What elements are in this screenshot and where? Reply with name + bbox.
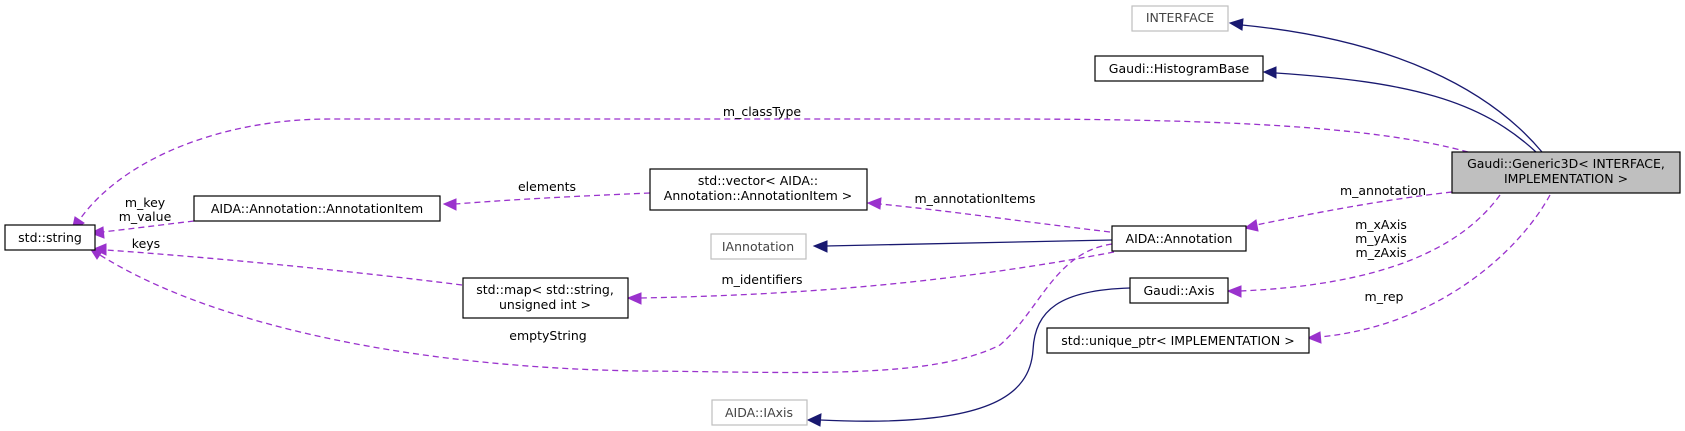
node-std-map[interactable]: std::map< std::string, unsigned int > [462, 277, 629, 319]
edge-labels: m_classType m_key m_value elements m_ann… [119, 104, 1426, 343]
node-gaudi-axis[interactable]: Gaudi::Axis [1129, 277, 1229, 304]
edge-emptystring [99, 243, 1113, 374]
node-std-vector-label-line1: std::vector< AIDA:: [698, 173, 818, 188]
label-m-zaxis: m_zAxis [1356, 245, 1407, 260]
node-interface-label: INTERFACE [1146, 10, 1214, 25]
label-m-rep: m_rep [1365, 289, 1404, 304]
node-std-vector[interactable]: std::vector< AIDA:: Annotation::Annotati… [649, 168, 868, 211]
node-aida-iaxis-box [711, 399, 808, 426]
arrowhead-m-key-value [89, 226, 105, 239]
label-emptystring: emptyString [509, 328, 586, 343]
node-std-vector-box [649, 168, 868, 211]
label-m-value: m_value [119, 209, 172, 224]
label-m-identifiers: m_identifiers [721, 272, 802, 287]
node-histogram-base-label: Gaudi::HistogramBase [1109, 61, 1250, 76]
node-aida-annotation-label: AIDA::Annotation [1126, 231, 1233, 246]
node-iannotation-box [710, 233, 807, 260]
node-std-string-box [4, 224, 96, 251]
node-iannotation-label: IAnnotation [722, 239, 794, 254]
arrowhead-m-annotationitems [866, 197, 882, 210]
node-generic3d[interactable]: Gaudi::Generic3D< INTERFACE, IMPLEMENTAT… [1451, 151, 1681, 194]
node-gaudi-axis-box [1129, 277, 1229, 304]
edge-generic3d-to-histogrambase [1275, 72, 1537, 153]
node-annotation-item-box [193, 195, 441, 222]
node-generic3d-label-line1: Gaudi::Generic3D< INTERFACE, [1467, 156, 1665, 171]
node-std-vector-label-line2: Annotation::AnnotationItem > [664, 188, 852, 203]
arrowhead-elements [442, 198, 457, 211]
edge-m-classtype [77, 118, 1469, 223]
node-generic3d-box [1451, 151, 1681, 194]
node-std-string-label: std::string [18, 230, 82, 245]
node-std-map-box [462, 277, 629, 319]
arrowhead-iaxis [806, 413, 822, 427]
label-m-classtype: m_classType [723, 104, 801, 119]
label-m-xaxis: m_xAxis [1355, 217, 1407, 232]
label-m-yaxis: m_yAxis [1355, 231, 1407, 246]
node-iannotation[interactable]: IAnnotation [710, 233, 807, 260]
arrowhead-emptystring [88, 247, 104, 260]
edge-axis-to-iaxis [819, 287, 1131, 422]
inheritance-edges [806, 18, 1543, 427]
edge-annotation-to-iannotation [825, 239, 1113, 247]
node-aida-iaxis[interactable]: AIDA::IAxis [711, 399, 808, 426]
arrowhead-iannotation [812, 240, 828, 253]
edge-m-identifiers [639, 251, 1115, 299]
node-generic3d-label-line2: IMPLEMENTATION > [1504, 171, 1628, 186]
node-aida-iaxis-label: AIDA::IAxis [725, 405, 793, 420]
edge-m-annotation [1255, 191, 1453, 226]
arrowhead-histogrambase [1262, 66, 1277, 79]
node-gaudi-axis-label: Gaudi::Axis [1143, 283, 1214, 298]
edge-elements [454, 192, 651, 205]
arrowhead-axes [1226, 285, 1242, 298]
node-unique-ptr-box [1046, 327, 1310, 354]
label-m-key: m_key [125, 195, 166, 210]
edge-axes [1239, 194, 1501, 292]
edge-keys [105, 249, 463, 286]
node-unique-ptr[interactable]: std::unique_ptr< IMPLEMENTATION > [1046, 327, 1310, 354]
node-annotation-item-label: AIDA::Annotation::AnnotationItem [211, 201, 423, 216]
edge-generic3d-to-interface [1241, 24, 1543, 153]
node-aida-annotation[interactable]: AIDA::Annotation [1111, 225, 1247, 252]
node-histogram-base-box [1094, 55, 1264, 82]
node-aida-annotation-box [1111, 225, 1247, 252]
arrowhead-m-annotation [1243, 219, 1259, 232]
node-interface[interactable]: INTERFACE [1131, 5, 1229, 32]
label-elements: elements [518, 179, 576, 194]
node-std-map-label-line1: std::map< std::string, [476, 282, 614, 297]
edge-m-annotationitems [879, 203, 1111, 233]
usage-edges [71, 118, 1551, 374]
arrowhead-m-rep [1306, 331, 1322, 344]
arrowhead-m-identifiers [626, 292, 642, 305]
edge-m-rep [1319, 194, 1551, 338]
label-m-annotation: m_annotation [1340, 183, 1426, 198]
node-annotation-item[interactable]: AIDA::Annotation::AnnotationItem [193, 195, 441, 222]
node-unique-ptr-label: std::unique_ptr< IMPLEMENTATION > [1061, 333, 1294, 348]
label-keys: keys [132, 236, 160, 251]
label-m-annotationitems: m_annotationItems [914, 191, 1035, 206]
node-std-string[interactable]: std::string [4, 224, 96, 251]
node-histogram-base[interactable]: Gaudi::HistogramBase [1094, 55, 1264, 82]
node-interface-box [1131, 5, 1229, 32]
node-std-map-label-line2: unsigned int > [499, 297, 591, 312]
arrowhead-interface [1228, 18, 1244, 31]
edge-m-key-value [101, 220, 195, 233]
